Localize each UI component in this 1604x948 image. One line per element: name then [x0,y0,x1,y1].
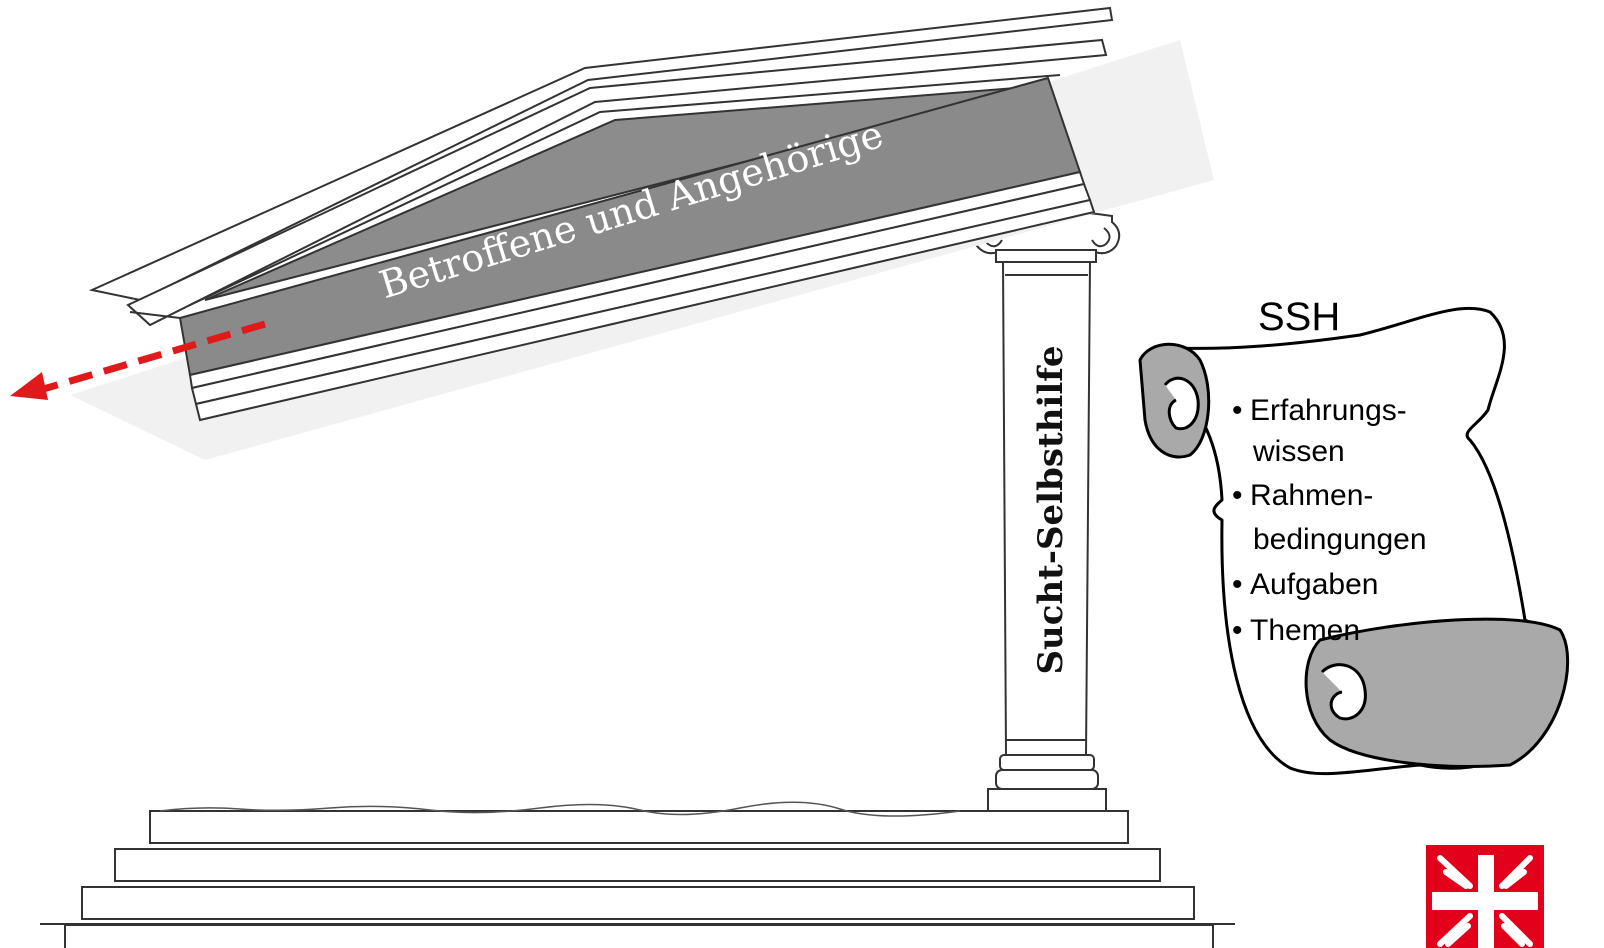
list-item-line: wissen [1252,435,1345,468]
list-item-line: Themen [1250,614,1360,647]
caritas-logo [1426,845,1544,948]
column-label: Sucht-Selbsthilfe [1031,345,1071,674]
temple-steps [65,811,1213,948]
list-item-line: Erfahrungs- [1250,394,1407,427]
step-top [150,811,1128,843]
step-second [115,849,1160,881]
list-item-line: Aufgaben [1250,568,1378,601]
column-base-plinth [988,789,1106,811]
scroll-title: SSH [1258,295,1340,339]
list-item-line: Rahmen- [1250,479,1373,512]
list-item-bullet: • [1232,614,1243,647]
list-item-line: bedingungen [1253,523,1427,556]
slide-arrow-head [10,372,48,400]
list-item-bullet: • [1232,568,1243,601]
list-item-bullet: • [1232,394,1243,427]
step-bottom [65,925,1213,948]
list-item-bullet: • [1232,479,1243,512]
step-third [82,887,1194,919]
